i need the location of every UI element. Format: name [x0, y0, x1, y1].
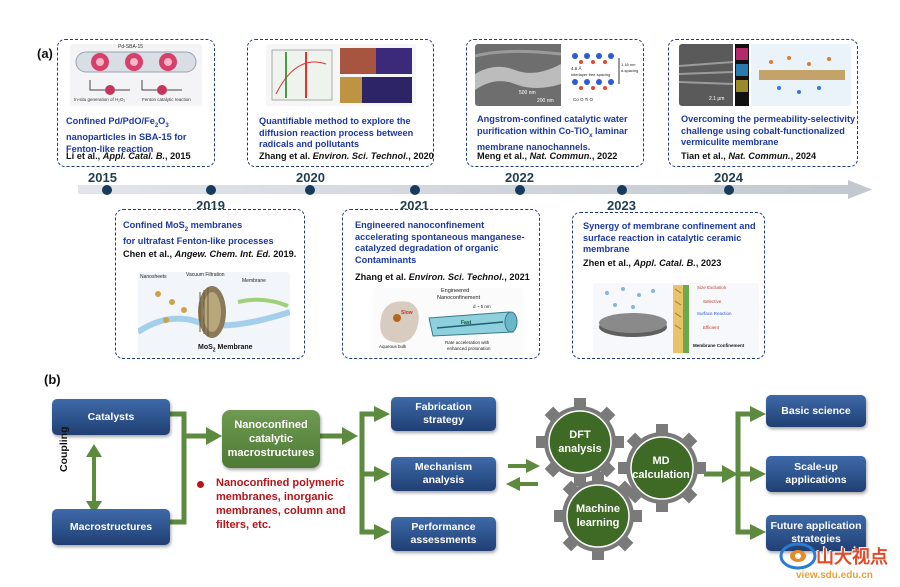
card-2022: 500 nm 200 nm 4.6 Å interlayer free spac…	[466, 39, 644, 167]
card-2021: Engineered nanoconfinement accelerating …	[342, 209, 540, 359]
card-2024: 2.1 μm Overcoming the permeability-selec…	[668, 39, 858, 167]
card-2019: Confined MoS2 membranes for ultrafast Fe…	[115, 209, 305, 359]
year-label: 2024	[714, 170, 743, 185]
thumb-diffusion-reaction	[266, 44, 416, 106]
card-reference: Zhang et al. Environ. Sci. Technol., 202…	[259, 151, 434, 161]
card-title: Engineered nanoconfinement accelerating …	[355, 220, 525, 265]
timeline-dot-2015	[102, 185, 112, 195]
panel-b-label: (b)	[44, 372, 61, 387]
node-catalysts: Catalysts	[52, 399, 170, 435]
thumb-text: In-situ generation of H₂O₂	[74, 97, 126, 102]
timeline-dot-2022	[515, 185, 525, 195]
thumb-text: d ~ 5 nm	[473, 304, 491, 309]
card-reference: Meng et al., Nat. Commun., 2022	[477, 151, 618, 161]
thumb-vermiculite-membrane: 2.1 μm	[679, 44, 851, 106]
thumb-text: Selective	[703, 299, 722, 304]
thumb-sba15-nanoparticles: Pd-SBA-15 In-situ generation of H₂O₂ Fen…	[70, 44, 202, 106]
card-title: Confined Pd/PdO/Fe2O3 nanoparticles in S…	[66, 116, 187, 154]
year-label: 2015	[88, 170, 117, 185]
thumb-text: Surface Reaction	[697, 311, 732, 316]
thumb-text: Fast	[461, 320, 472, 326]
thumb-co-tiox-membrane: 500 nm 200 nm 4.6 Å interlayer free spac…	[475, 44, 639, 106]
thumb-text: 4.6 Å	[571, 66, 582, 71]
thumb-text: Pd-SBA-15	[118, 44, 144, 50]
thumb-text: Rate acceleration with	[445, 340, 490, 345]
thumb-text: Vacuum Filtration	[186, 272, 225, 278]
thumb-text: Membrane Confinement	[693, 343, 745, 348]
card-2015: Pd-SBA-15 In-situ generation of H₂O₂ Fen…	[57, 39, 215, 167]
thumb-text: Size Exclusion	[697, 285, 727, 290]
thumb-label: MoS2 Membrane	[198, 344, 253, 354]
timeline-dot-2021	[410, 185, 420, 195]
thumb-text: Efficient	[703, 325, 719, 330]
thumb-engineered-nanoconfinement: Engineered Nanoconfinement Slow Fast d ~…	[373, 288, 523, 356]
thumb-mos2-membrane: Nanosheets Vacuum Filtration Membrane Mo…	[138, 272, 290, 356]
timeline-dot-2020	[305, 185, 315, 195]
watermark-logo-icon	[779, 542, 817, 570]
thumb-text: 2.1 μm	[709, 96, 725, 102]
year-label: 2022	[505, 170, 534, 185]
card-2020: Quantifiable method to explore the diffu…	[247, 39, 434, 167]
thumb-text: 500 nm	[519, 90, 536, 96]
bullet-text: Nanoconfined polymeric membranes, inorga…	[216, 477, 346, 531]
thumb-text: 200 nm	[537, 98, 554, 104]
card-reference: Li et al., Appl. Catal. B., 2015	[66, 151, 191, 161]
timeline-dot-2023	[617, 185, 627, 195]
node-nanoconfined-catalytic-macrostructures: Nanoconfined catalytic macrostructures	[222, 410, 320, 468]
thumb-text: interlayer free spacing	[571, 72, 611, 77]
card-reference: Tian et al., Nat. Commun., 2024	[681, 151, 817, 161]
timeline-dot-2019	[206, 185, 216, 195]
timeline-dot-2024	[724, 185, 734, 195]
thumb-text: Nanosheets	[140, 274, 167, 280]
thumb-text: enhanced protonation	[447, 346, 491, 351]
card-title: Confined MoS2 membranes for ultrafast Fe…	[123, 220, 274, 247]
card-title: Overcoming the permeability-selectivity …	[681, 114, 856, 147]
coupling-label: Coupling	[58, 426, 70, 473]
thumb-text: Co O Ti O	[573, 97, 594, 102]
thumb-text: Aqueous bulk	[379, 344, 407, 349]
thumb-text: Fenton catalytic reaction	[142, 97, 191, 102]
card-title: Quantifiable method to explore the diffu…	[259, 116, 414, 149]
card-title: Angstrom-confined catalytic water purifi…	[477, 114, 628, 152]
watermark-url: view.sdu.edu.cn	[796, 570, 873, 581]
year-label: 2023	[607, 198, 636, 213]
thumb-text: d-spacing	[621, 68, 639, 73]
thumb-text: Membrane	[242, 278, 266, 284]
card-reference: Zhang et al. Environ. Sci. Technol., 202…	[355, 272, 530, 282]
thumb-text: Nanoconfinement	[437, 295, 481, 301]
panel-a-label: (a)	[37, 46, 53, 61]
bullet-dot	[197, 481, 204, 488]
node-basic-science: Basic science	[766, 395, 866, 427]
card-2023: Synergy of membrane confinement and surf…	[572, 212, 765, 359]
node-macrostructures: Macrostructures	[52, 509, 170, 545]
thumb-text: Slow	[401, 310, 413, 316]
watermark-brand: 山大视点	[816, 547, 888, 567]
thumb-text: Engineered	[441, 288, 470, 294]
card-title: Synergy of membrane confinement and surf…	[583, 221, 756, 254]
thumb-text: 1.16 nm	[621, 62, 636, 67]
card-reference: Chen et al., Angew. Chem. Int. Ed. 2019.	[123, 249, 297, 259]
thumb-catalytic-ceramic-membrane: Size Exclusion Selective Surface Reactio…	[593, 283, 759, 355]
card-reference: Zhen et al., Appl. Catal. B., 2023	[583, 258, 722, 268]
year-label: 2020	[296, 170, 325, 185]
